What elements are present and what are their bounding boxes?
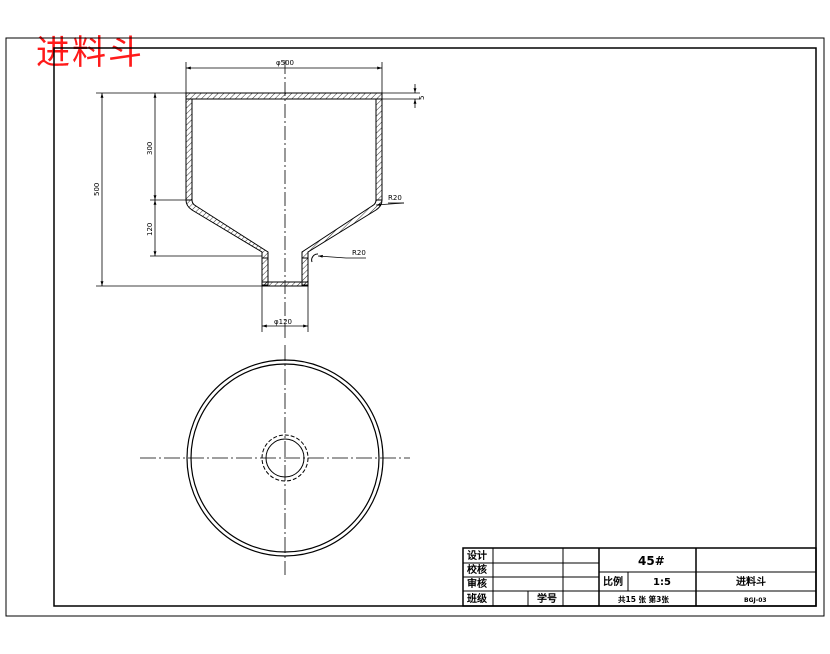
tb-sheet-count: 共15 张 第3张 (618, 594, 669, 604)
dim-overall-height: 500 (93, 183, 101, 196)
drawing-frame (53, 47, 817, 607)
dim-cone-height: 120 (146, 223, 154, 236)
outlet-left-wall (261, 257, 269, 286)
left-wall (185, 98, 193, 201)
tb-scale-label: 比例 (603, 575, 623, 588)
rim-hatch (185, 92, 383, 100)
sheet-border-outer (5, 37, 825, 617)
dim-bend-radius-lower: R20 (352, 249, 366, 257)
tb-material: 45# (638, 554, 665, 568)
tb-review-label: 审核 (467, 577, 487, 590)
right-wall (375, 98, 383, 201)
tb-drawing-no: BGJ-03 (744, 597, 767, 604)
dimensions (96, 62, 420, 332)
tb-student-no-label: 学号 (537, 592, 557, 605)
dimension-text: φ500 500 300 120 5 R20 R20 φ120 (93, 59, 426, 326)
title-block-text: 设计 校核 审核 班级 学号 45# 比例 1:5 进料斗 共15 张 第3张 … (467, 549, 767, 605)
tb-part-name: 进料斗 (736, 575, 766, 588)
dim-top-diameter: φ500 (276, 59, 294, 67)
tb-design-label: 设计 (467, 549, 487, 562)
dim-bend-radius-upper: R20 (388, 194, 402, 202)
dim-wall-thickness: 5 (418, 96, 426, 100)
tb-proofread-label: 校核 (467, 563, 487, 576)
tb-scale-value: 1:5 (653, 577, 671, 588)
outlet-right-wall (301, 257, 309, 286)
top-view (140, 345, 410, 575)
right-cone (301, 199, 383, 259)
front-view (185, 60, 383, 340)
left-cone (185, 199, 269, 259)
title-block (462, 547, 817, 607)
dim-upper-height: 300 (146, 142, 154, 155)
tb-class-label: 班级 (467, 592, 488, 605)
dim-outlet-diameter: φ120 (274, 318, 292, 326)
